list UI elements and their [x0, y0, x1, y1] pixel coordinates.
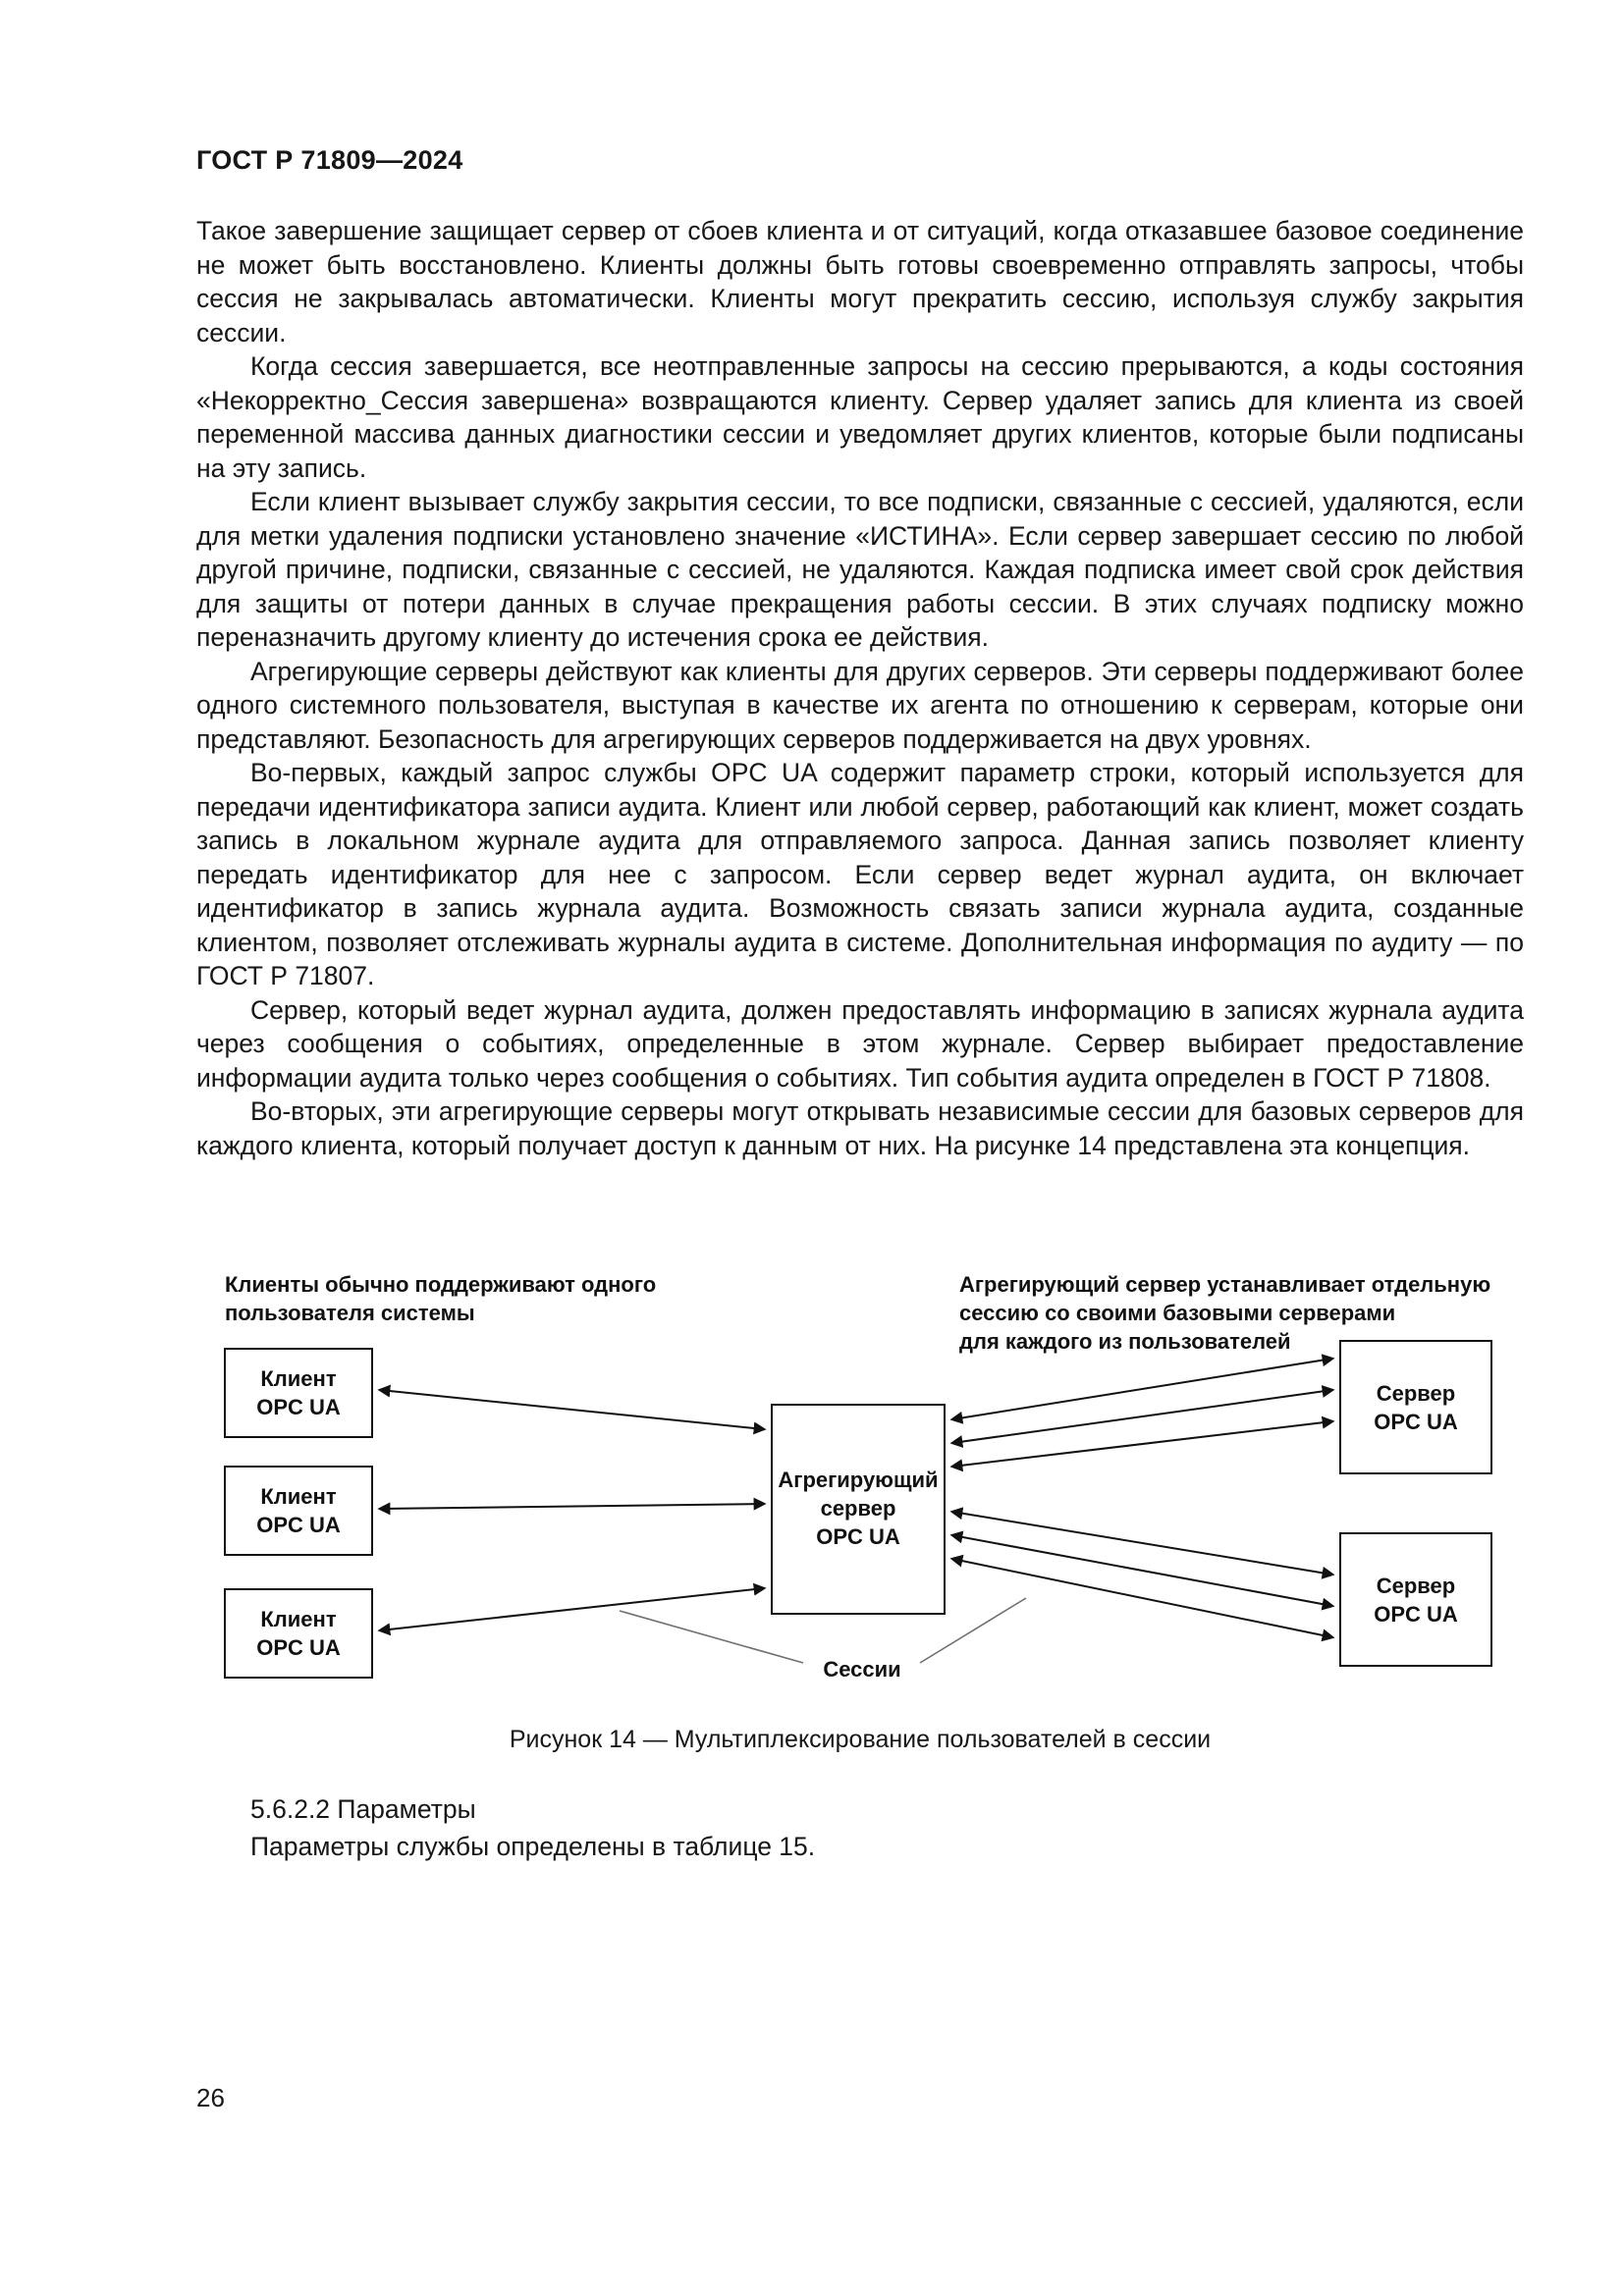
client-box-2: Клиент OPC UA — [224, 1466, 373, 1556]
server-box-label: OPC UA — [1374, 1410, 1458, 1434]
body-paragraph: Такое завершение защищает сервер от сбое… — [196, 216, 1524, 347]
client-box-outline — [224, 1588, 373, 1679]
page-number: 26 — [196, 2083, 225, 2112]
server-box-label: Сервер — [1377, 1574, 1455, 1598]
clients-label-line: Клиенты обычно поддерживают одного — [225, 1272, 656, 1297]
server-box-1: Сервер OPC UA — [1339, 1340, 1492, 1474]
aggregating-box-label: сервер — [821, 1496, 896, 1521]
sessions-callout-line — [919, 1597, 1027, 1664]
aggregating-label-line: сессию со своими базовыми серверами — [959, 1301, 1395, 1325]
sessions-label: Сессии — [823, 1657, 900, 1682]
client-box-label: Клиент — [260, 1366, 336, 1391]
server-box-outline — [1339, 1532, 1492, 1667]
aggregating-box-outline — [771, 1404, 946, 1615]
session-arrow — [377, 1582, 767, 1636]
server-box-label: Сервер — [1377, 1381, 1455, 1406]
session-arrow — [949, 1384, 1335, 1449]
server-box-2: Сервер OPC UA — [1339, 1532, 1492, 1667]
document-header: ГОСТ Р 71809—2024 — [196, 145, 463, 175]
body-paragraph: Во-первых, каждый запрос службы OPC UA с… — [196, 758, 1524, 990]
client-box-1: Клиент OPC UA — [224, 1348, 373, 1438]
client-box-label: OPC UA — [256, 1635, 341, 1660]
aggregating-label-line: для каждого из пользователей — [959, 1329, 1291, 1354]
session-arrow — [949, 1415, 1335, 1472]
server-box-outline — [1339, 1340, 1492, 1474]
aggregating-label-line: Агрегирующий сервер устанавливает отдель… — [959, 1272, 1490, 1297]
client-box-label: Клиент — [260, 1484, 336, 1509]
body-paragraph: Во-вторых, эти агрегирующие серверы могу… — [196, 1096, 1524, 1160]
section-5-6-2-2: 5.6.2.2 Параметры Параметры службы опред… — [196, 1790, 1524, 1865]
client-box-label: OPC UA — [256, 1395, 341, 1419]
client-box-outline — [224, 1348, 373, 1438]
figure-14: Клиенты обычно поддерживают одного польз… — [196, 1264, 1524, 1711]
client-box-3: Клиент OPC UA — [224, 1588, 373, 1679]
server-box-label: OPC UA — [1374, 1602, 1458, 1627]
session-arrow — [949, 1507, 1335, 1579]
client-box-outline — [224, 1466, 373, 1556]
aggregating-server-box: Агрегирующий сервер OPC UA — [771, 1404, 946, 1615]
clients-label-line: пользователя системы — [225, 1301, 475, 1325]
body-paragraph: Сервер, который ведет журнал аудита, дол… — [196, 994, 1524, 1093]
figure-14-diagram: Клиенты обычно поддерживают одного польз… — [224, 1272, 1492, 1682]
client-box-label: Клиент — [260, 1607, 336, 1631]
section-heading: 5.6.2.2 Параметры — [250, 1794, 476, 1824]
body-text: Такое завершение защищает сервер от сбое… — [196, 214, 1524, 1162]
session-arrow — [949, 1354, 1335, 1424]
session-arrow — [949, 1554, 1335, 1642]
figure-caption: Рисунок 14 — Мультиплексирование пользов… — [509, 1726, 1212, 1753]
session-arrow — [377, 1497, 767, 1516]
body-paragraph: Если клиент вызывает службу закрытия сес… — [196, 487, 1524, 652]
client-box-label: OPC UA — [256, 1513, 341, 1537]
aggregating-box-label: Агрегирующий — [778, 1468, 938, 1492]
session-arrow — [377, 1384, 767, 1435]
sessions-callout-line — [619, 1610, 804, 1664]
aggregating-box-label: OPC UA — [816, 1524, 900, 1549]
body-paragraph: Когда сессия завершается, все неотправле… — [196, 351, 1524, 483]
body-paragraph: Агрегирующие серверы действуют как клиен… — [196, 656, 1524, 754]
section-text: Параметры службы определены в таблице 15… — [250, 1832, 816, 1861]
